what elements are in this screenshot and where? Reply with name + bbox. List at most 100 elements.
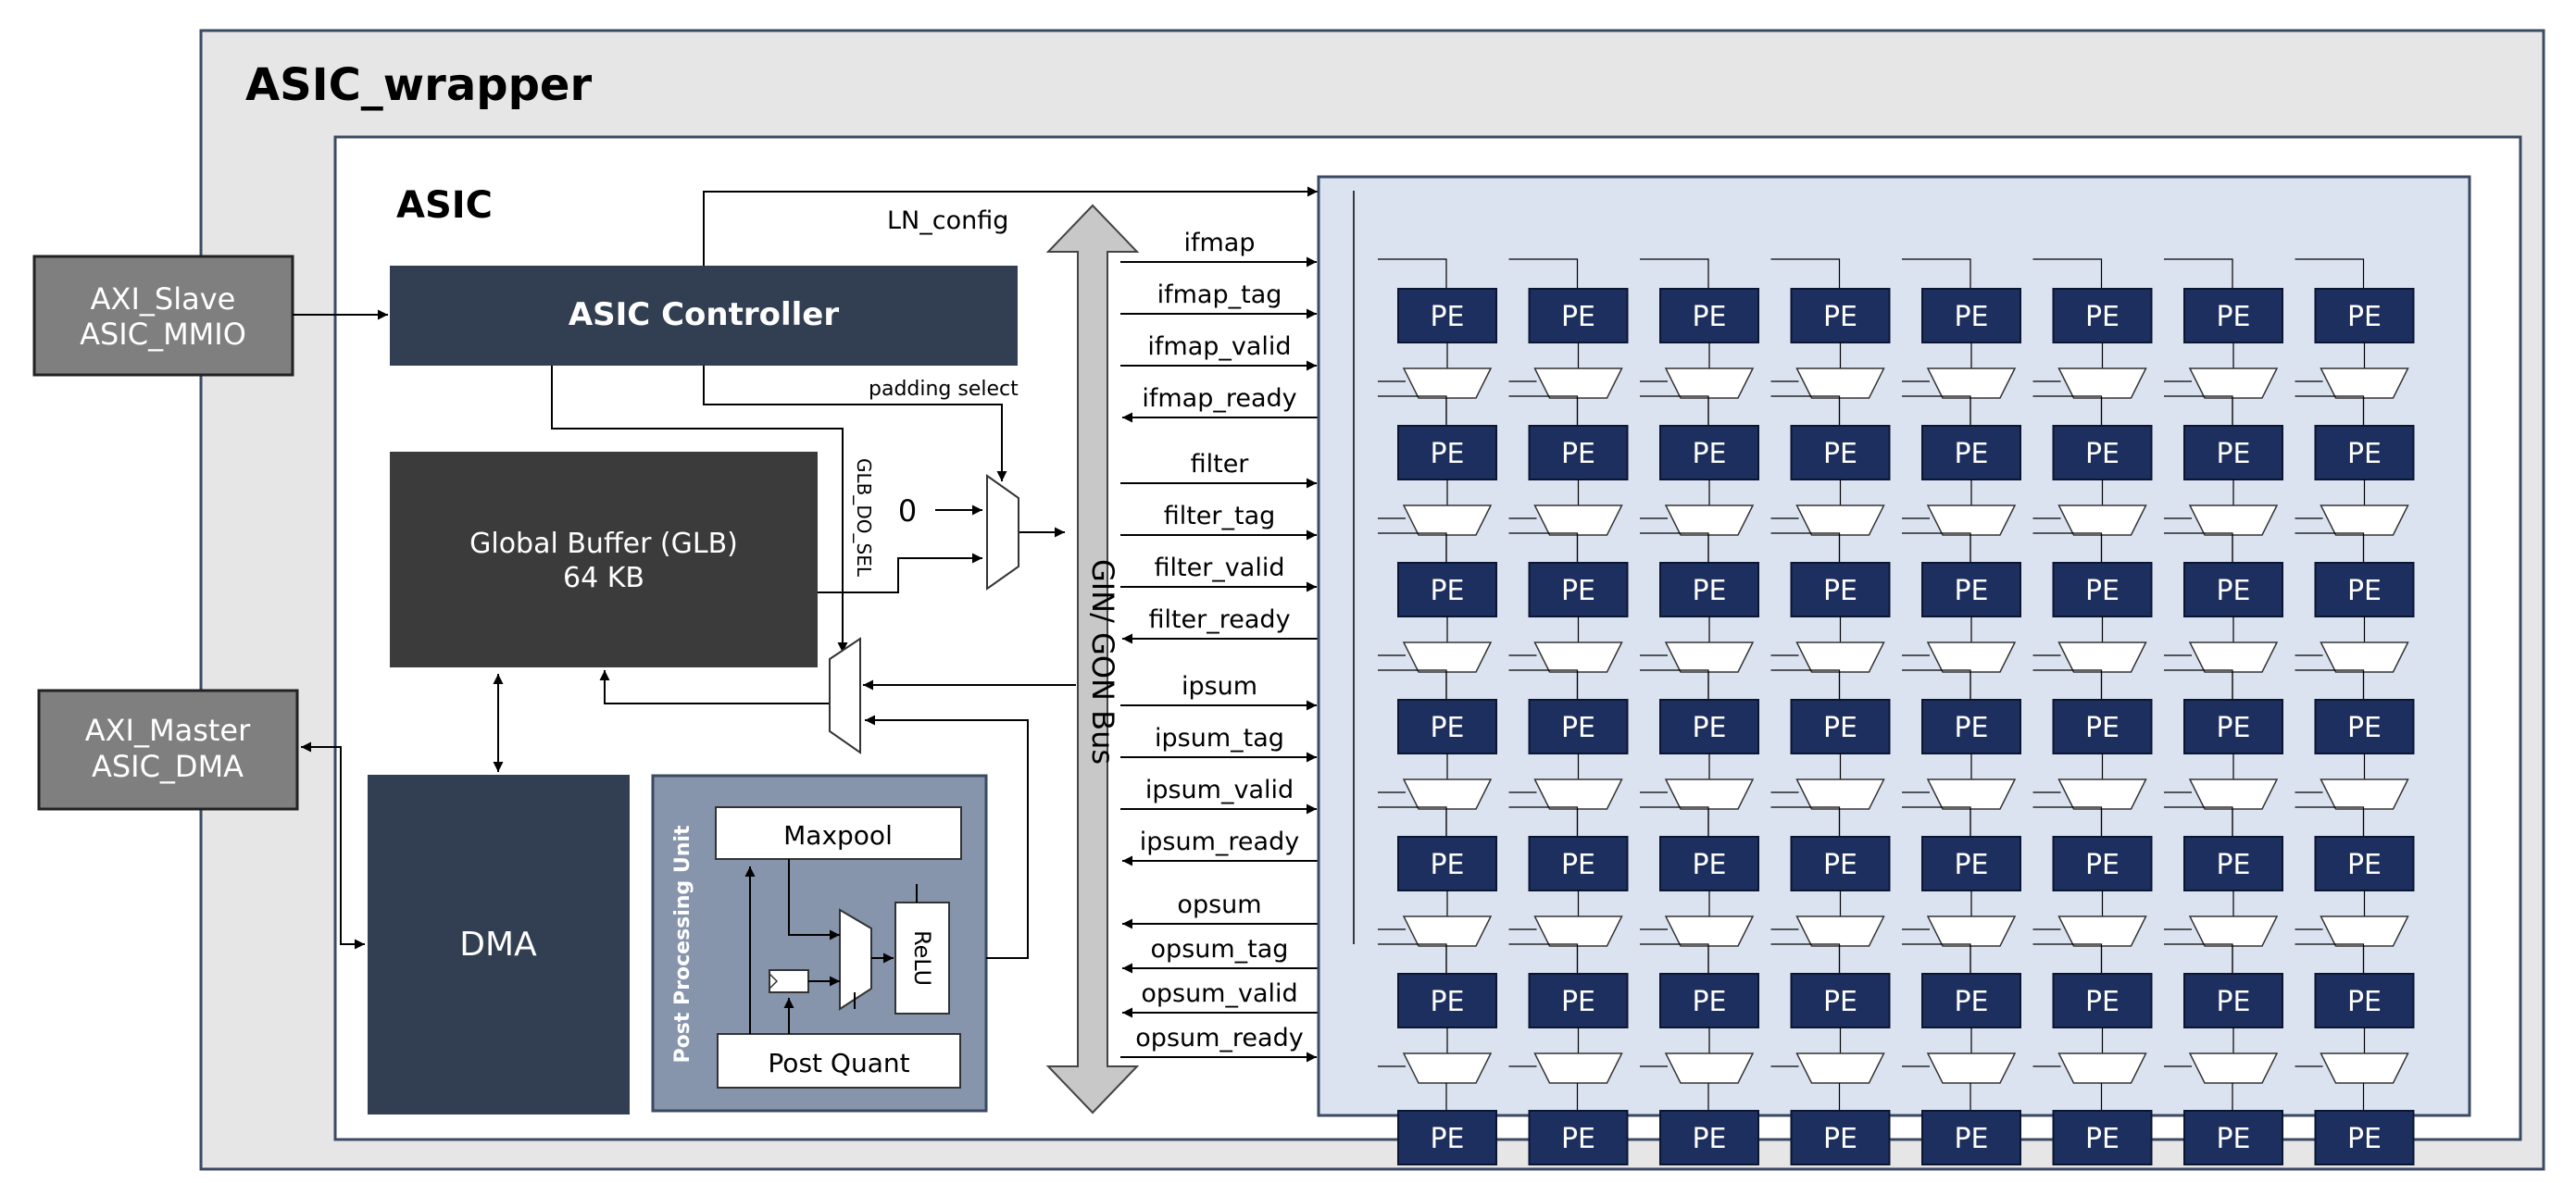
pe-box	[2183, 836, 2283, 891]
signal-opsum: opsum	[1122, 890, 1319, 929]
pe-label: PE	[1561, 986, 1595, 1018]
pe-label: PE	[1430, 849, 1464, 881]
pe-mux	[1664, 915, 1755, 947]
pe-cell: PE	[2295, 943, 2415, 1084]
signal-filter-ready: filter_ready	[1122, 605, 1319, 644]
pe-box	[1528, 973, 1629, 1028]
pe-box	[2314, 836, 2415, 891]
pe-mux	[2320, 504, 2409, 536]
pe-cell: PE	[2295, 395, 2415, 563]
pe-label: PE	[1823, 575, 1857, 607]
signal-label: ifmap	[1184, 229, 1256, 257]
signal-label: ifmap_tag	[1157, 280, 1282, 309]
pe-cell: PE	[2295, 669, 2415, 837]
pe-mux	[1795, 641, 1885, 673]
pe-label: PE	[1561, 301, 1595, 333]
pe-mux	[1795, 367, 1885, 399]
pe-cell: PE	[2295, 258, 2415, 426]
pe-label: PE	[2347, 301, 2382, 333]
pe-cell: PE	[1397, 1083, 1497, 1165]
pe-box	[1397, 973, 1497, 1028]
pe-box	[2052, 1110, 2153, 1165]
pe-cell: PE	[2183, 1083, 2283, 1165]
pe-cell: PE	[2032, 943, 2153, 1084]
axi-master-line1: AXI_Master	[85, 713, 251, 748]
glb-do-sel-label: GLB_DO_SEL	[853, 458, 875, 578]
ppu-mux	[839, 908, 872, 1011]
pe-cell: PE	[2164, 943, 2283, 1084]
pe-box	[1659, 973, 1759, 1028]
pe-cell: PE	[1528, 1083, 1629, 1165]
pe-cell: PE	[1902, 943, 2021, 1084]
pe-label: PE	[2216, 575, 2250, 607]
pe-label: PE	[1823, 438, 1857, 470]
pe-box	[1659, 1110, 1759, 1165]
pe-cell: PE	[2164, 395, 2283, 563]
pe-mux	[2057, 641, 2147, 673]
pe-box	[2314, 425, 2415, 480]
pe-label: PE	[2216, 986, 2250, 1018]
pe-label: PE	[1561, 438, 1595, 470]
pe-box	[1397, 562, 1497, 617]
pe-mux	[1926, 778, 2017, 810]
signal-label: filter	[1191, 450, 1250, 479]
pe-cell: PE	[1770, 806, 1891, 974]
pe-label: PE	[1823, 986, 1857, 1018]
pe-mux	[1926, 367, 2017, 399]
pe-mux	[1664, 367, 1755, 399]
pe-cell: PE	[1659, 1083, 1759, 1165]
pe-label: PE	[2347, 575, 2382, 607]
pe-label: PE	[1430, 1123, 1464, 1155]
signal-label: ifmap_valid	[1147, 332, 1291, 361]
pe-mux	[1926, 1052, 2017, 1084]
pe-box	[2183, 425, 2283, 480]
signal-ifmap: ifmap	[1120, 229, 1317, 268]
pe-mux	[2320, 778, 2409, 810]
pe-box	[1790, 1110, 1891, 1165]
pe-label: PE	[1430, 986, 1464, 1018]
pe-mux	[1664, 641, 1755, 673]
signal-ipsum-ready: ipsum_ready	[1122, 828, 1319, 866]
pe-cell: PE	[1770, 258, 1891, 426]
signal-opsum-tag: opsum_tag	[1122, 935, 1319, 974]
pe-mux	[2057, 778, 2147, 810]
pe-mux	[1533, 915, 1623, 947]
pe-cell: PE	[2295, 806, 2415, 974]
pe-label: PE	[1692, 301, 1726, 333]
pe-cell: PE	[2164, 806, 2283, 974]
signal-label: ipsum	[1182, 672, 1257, 701]
pe-mux	[1664, 1052, 1755, 1084]
pe-mux	[1402, 641, 1493, 673]
signal-label: opsum_ready	[1135, 1024, 1303, 1052]
pe-label: PE	[1954, 438, 1988, 470]
maxpool-box	[715, 806, 962, 860]
bus-label: GIN/ GON Bus	[1085, 559, 1120, 765]
pe-label: PE	[1561, 1123, 1595, 1155]
signal-label: ipsum_tag	[1155, 724, 1284, 753]
pe-label: PE	[1692, 712, 1726, 744]
signal-ifmap-valid: ifmap_valid	[1120, 332, 1317, 371]
pe-box	[2052, 836, 2153, 891]
signal-label: filter_valid	[1155, 554, 1285, 582]
pe-cell: PE	[2164, 669, 2283, 837]
pe-cell: PE	[1378, 806, 1497, 974]
pe-label: PE	[1823, 301, 1857, 333]
pe-mux	[1402, 367, 1493, 399]
dma-box	[368, 775, 630, 1115]
pe-cell: PE	[1640, 669, 1759, 837]
pe-box	[2052, 288, 2153, 343]
pe-cell: PE	[1921, 1083, 2021, 1165]
signal-label: opsum_valid	[1141, 979, 1297, 1008]
pe-box	[2052, 562, 2153, 617]
pe-cell: PE	[1508, 806, 1629, 974]
post-quant-box	[717, 1033, 961, 1089]
pe-label: PE	[2085, 301, 2120, 333]
pe-label: PE	[2216, 712, 2250, 744]
pe-mux	[1402, 1052, 1493, 1084]
signal-ipsum-valid: ipsum_valid	[1120, 776, 1317, 815]
pe-cell: PE	[1508, 395, 1629, 563]
pe-label: PE	[1430, 712, 1464, 744]
pe-box	[1528, 699, 1629, 754]
global-buffer-box	[390, 452, 818, 667]
